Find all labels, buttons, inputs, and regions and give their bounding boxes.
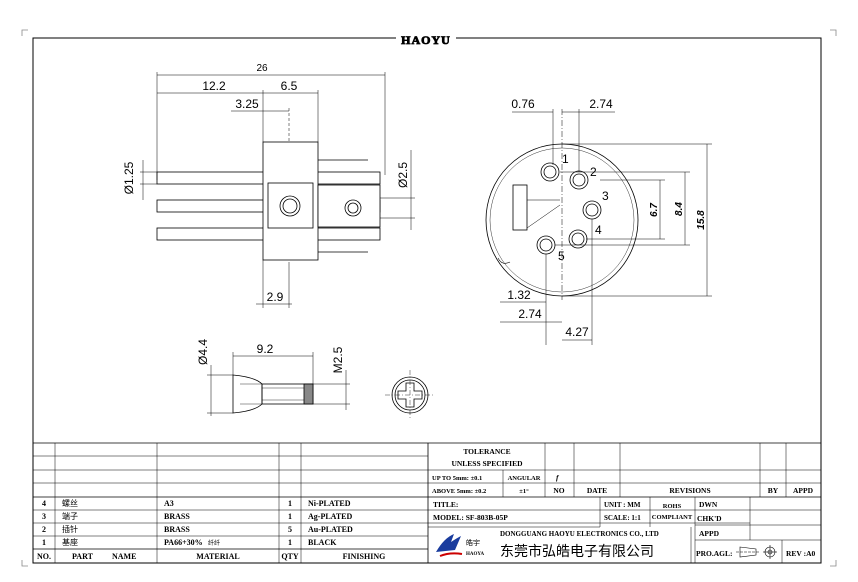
bom-row-2-finishing: Au-PLATED [308,525,353,534]
bom-header-name: NAME [112,552,136,561]
bom-header-part: PART [72,552,94,561]
end-view [485,109,712,345]
dim-overall: 26 [256,63,268,74]
dim-12-2: 12.2 [202,79,226,93]
bom-row-1-qty: 1 [288,538,292,547]
tolerance-unless: UNLESS SPECIFIED [451,459,523,468]
revision-date-header: DATE [587,486,607,495]
logo-english: HAOYA [466,552,485,557]
bom-header-material: MATERIAL [196,552,239,561]
bom-row-1-finishing: BLACK [308,538,337,547]
dim-screw-thread: M2.5 [331,346,345,373]
bom-row-4-no: 4 [42,499,46,508]
title-label: TITLE: [433,500,458,509]
bom-table [33,442,821,563]
revision-no-header: NO [553,486,564,495]
scale-label: SCALE: 1:1 [604,514,641,522]
bom-row-4-material: A3 [164,499,174,508]
projection-symbol-icon [736,545,777,559]
front-view [140,72,415,308]
bom-row-3-no: 3 [42,512,46,521]
pin-label-3: 3 [602,189,609,203]
tolerance-angular: ANGULAR [508,475,541,482]
chkd-label: CHK'D [697,514,722,523]
corner-marks [21,29,837,567]
compliant-label: COMPLIANT [652,514,693,521]
dim-pin-dia: Ø1.25 [122,161,136,194]
bom-row-2-no: 2 [42,525,46,534]
dim-2-74-bottom: 2.74 [518,307,542,321]
logo-text: HAOYU [401,33,451,47]
screw-view [207,352,435,420]
model-label: MODEL: SF-803B-05P [433,513,508,522]
revisions-header: REVISIONS [669,486,710,495]
projection-label: PRO.AGL: [696,549,732,558]
tolerance-up-to: UP TO 5mm: ±0.1 [432,475,482,482]
drawing-border [32,37,822,564]
pin-label-2: 2 [590,165,597,179]
pin-label-1: 1 [562,152,569,166]
tolerance-above: ABOVE 5mm: ±0.2 [432,488,486,495]
bom-row-2-material: BRASS [164,525,190,534]
dim-1-32: 1.32 [507,288,531,302]
bom-row-2-name: 插针 [62,524,78,534]
unit-label: UNIT : MM [604,501,641,509]
bom-row-4-qty: 1 [288,499,292,508]
haoyu-logo: HAOYU [396,33,456,47]
bom-row-3-finishing: Ag-PLATED [308,512,353,521]
bom-row-3-material: BRASS [164,512,190,521]
bom-header-finishing: FINISHING [343,552,386,561]
revision-appd-header: APPD [793,486,814,495]
logo-chinese: 皓宇 [466,538,480,547]
bom-row-3-name: 端子 [62,511,78,521]
company-english: DONGGUANG HAOYU ELECTRONICS CO., LTD [500,530,659,538]
bom-row-4-finishing: Ni-PLATED [308,499,351,508]
pin-label-5: 5 [558,249,565,263]
dim-4-27: 4.27 [565,325,589,339]
company-logo: 皓宇 HAOYA [436,534,485,557]
bom-row-1-no: 1 [42,538,46,547]
bom-row-1-material: PA66+30% [164,538,203,547]
bom-header-no: NO. [37,552,51,561]
bom-row-3-qty: 1 [288,512,292,521]
dim-flange-dia: Ø2.5 [396,162,410,188]
bom-row-2-qty: 5 [288,525,292,534]
revision-by-header: BY [768,486,779,495]
bom-header-qty: QTY [281,552,299,561]
dim-2-74-top: 2.74 [589,97,613,111]
pin-label-4: 4 [595,223,602,237]
dim-screw-length: 9.2 [257,342,274,356]
dwn-label: DWN [699,500,718,509]
bom-row-4-name: 螺丝 [62,498,78,508]
dim-8-4: 8.4 [674,202,685,216]
tolerance-title: TOLERANCE [463,447,510,456]
dim-bottom: 2.9 [267,290,284,304]
bom-row-1-name: 基座 [62,537,78,547]
dim-screw-head: Ø4.4 [196,339,210,365]
bom-row-1-material-suffix: 纤纤 [208,539,220,547]
dim-3-25: 3.25 [235,97,259,111]
rohs-label: ROHS [663,503,682,510]
appd-label: APPD [699,529,720,538]
revision-label: REV :A0 [786,549,815,558]
company-chinese: 东莞市弘皓电子有限公司 [500,543,654,559]
dim-6-5: 6.5 [281,79,298,93]
tolerance-angular-value: ±1° [519,488,529,495]
dim-15-8: 15.8 [696,210,707,230]
dim-6-7: 6.7 [649,203,660,217]
title-block [428,443,821,563]
tolerance-f-mark: f [556,473,560,482]
dim-0-76: 0.76 [511,97,535,111]
